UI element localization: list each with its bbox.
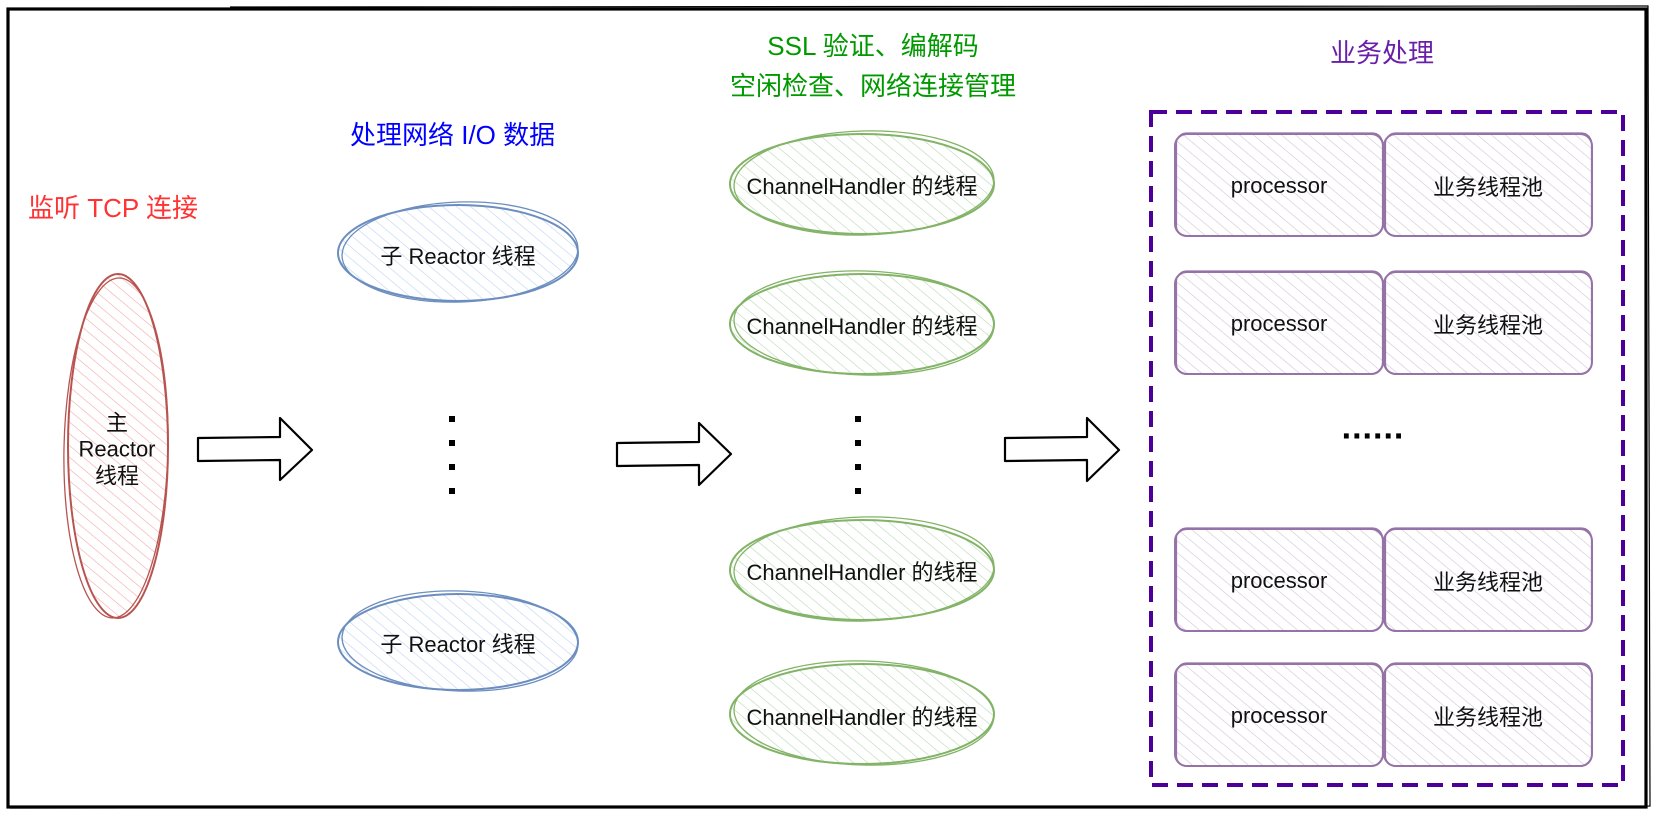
channel-handler-label-4: ChannelHandler 的线程 (746, 705, 978, 730)
io-stage-label: 处理网络 I/O 数据 (350, 120, 556, 150)
sub-reactor-label-2: 子 Reactor 线程 (380, 632, 536, 657)
main-reactor-node (63, 273, 169, 619)
business-ellipsis: ...... (1341, 408, 1405, 447)
business-processor-box (1174, 662, 1384, 767)
business-pool-label: 业务线程池 (1432, 175, 1544, 200)
business-processor-label: processor (1230, 311, 1328, 336)
channel-handler-node-1 (729, 130, 995, 236)
handler-ellipsis-dots (855, 416, 861, 494)
business-pool-box (1383, 132, 1593, 237)
channel-handler-label-3: ChannelHandler 的线程 (746, 560, 978, 585)
main-reactor-label: 主 Reactor 线程 (78, 410, 155, 489)
business-pool-label: 业务线程池 (1432, 570, 1544, 595)
outer-frame (6, 5, 1651, 809)
arrow-handler-to-business (1003, 416, 1121, 483)
sub-reactor-node-1 (337, 201, 579, 303)
business-processor-box (1174, 132, 1384, 237)
channel-handler-node-2 (729, 270, 995, 376)
io-ellipsis-dots (449, 416, 455, 494)
business-processor-label: processor (1230, 173, 1328, 198)
channel-handler-label-2: ChannelHandler 的线程 (746, 314, 978, 339)
channel-handler-node-4 (729, 660, 995, 766)
channel-handler-node-3 (729, 516, 995, 622)
business-rows (1174, 132, 1593, 767)
business-pool-label: 业务线程池 (1432, 313, 1544, 338)
arrow-io-to-handler (615, 421, 733, 487)
main-reactor-line1: 主 (105, 410, 129, 436)
business-processor-label: processor (1230, 568, 1328, 593)
business-processor-label: processor (1230, 703, 1328, 728)
business-group-border (1149, 110, 1625, 787)
sub-reactor-node-2 (337, 590, 579, 692)
main-reactor-line3: 线程 (94, 463, 140, 489)
arrow-accept-to-io (196, 416, 314, 482)
business-pool-box (1383, 662, 1593, 767)
sub-reactor-label-1: 子 Reactor 线程 (380, 244, 536, 269)
business-pool-box (1383, 270, 1593, 375)
handler-stage-label-line2: 空闲检查、网络连接管理 (729, 71, 1016, 101)
business-pool-box (1383, 527, 1593, 632)
business-pool-label: 业务线程池 (1432, 705, 1544, 730)
business-stage-label: 业务处理 (1330, 38, 1435, 68)
handler-stage-label: SSL 验证、编解码 空闲检查、网络连接管理 (718, 26, 1028, 106)
main-reactor-line2: Reactor (78, 436, 156, 462)
accept-stage-label: 监听 TCP 连接 (28, 193, 198, 223)
handler-stage-label-line1: SSL 验证、编解码 (767, 31, 979, 61)
channel-handler-label-1: ChannelHandler 的线程 (746, 174, 978, 199)
